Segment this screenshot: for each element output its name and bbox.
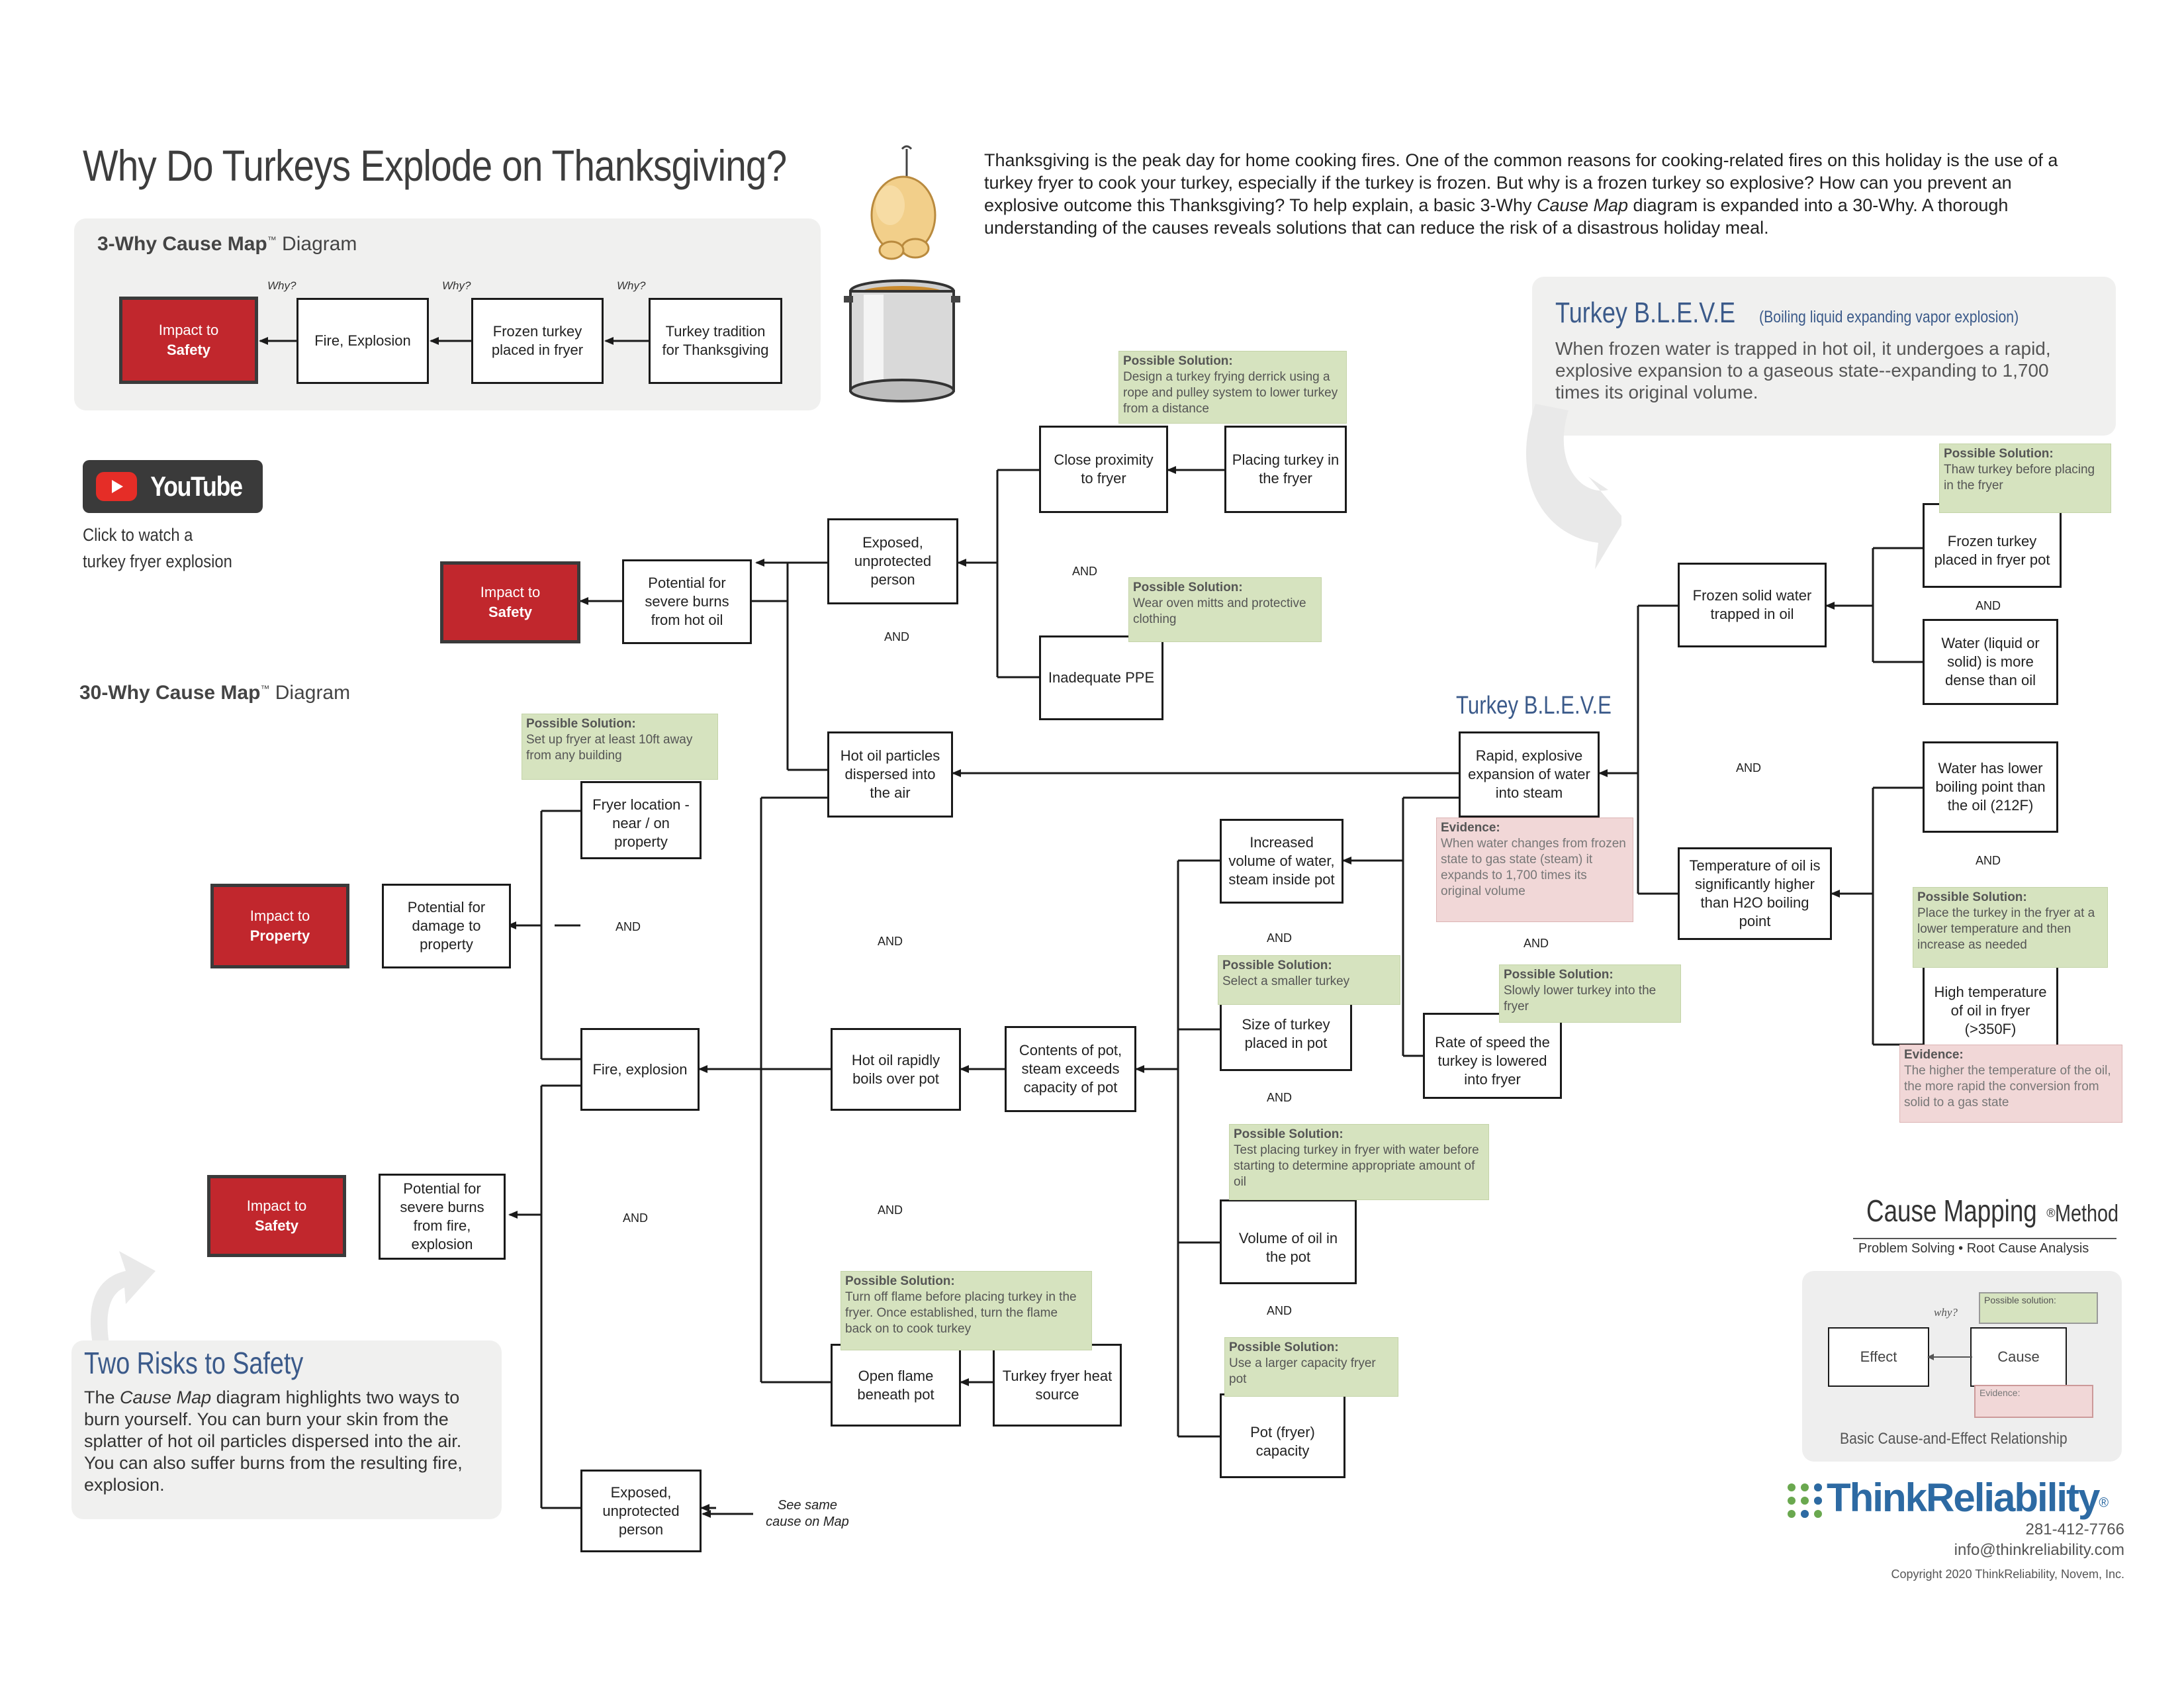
thirty-why-label: 30-Why Cause Map™ Diagram <box>79 682 351 704</box>
and-label: AND <box>1267 1304 1293 1317</box>
node-fire-explosion[interactable]: Fire, explosion <box>580 1028 700 1111</box>
node-hot-oil-boils[interactable]: Hot oil rapidly boils over pot <box>831 1028 961 1111</box>
and-label: AND <box>1267 931 1293 945</box>
node-water-lower-bp[interactable]: Water has lower boiling point than the o… <box>1923 741 2058 833</box>
turkey-fryer-illustration <box>844 145 960 402</box>
evidence-temp: Evidence:The higher the temperature of t… <box>1899 1045 2122 1123</box>
node-open-flame[interactable]: Open flame beneath pot <box>831 1344 961 1427</box>
and-label: AND <box>1736 761 1762 774</box>
and-label: AND <box>1976 599 2001 612</box>
and-label: AND <box>878 935 903 948</box>
node-placing-turkey[interactable]: Placing turkey in the fryer <box>1224 426 1347 513</box>
three-why-label: 3-Why Cause Map™ Diagram <box>97 233 357 255</box>
company-logo-text: ThinkReliability® <box>1827 1476 2109 1520</box>
node-increased-volume[interactable]: Increased volume of water, steam inside … <box>1220 819 1343 904</box>
youtube-button[interactable]: YouTube <box>83 460 263 513</box>
solution-lower-temp: Possible Solution:Place the turkey in th… <box>1913 887 2108 968</box>
method-why-label: why? <box>1934 1306 1958 1319</box>
two-risks-text: The Cause Map diagram highlights two way… <box>84 1387 463 1495</box>
copyright: Copyright 2020 ThinkReliability, Novem, … <box>1891 1568 2125 1581</box>
why-label-1: Why? <box>267 279 296 292</box>
and-label: AND <box>1976 854 2001 867</box>
why-label-2: Why? <box>442 279 471 292</box>
node-hot-oil-particles[interactable]: Hot oil particles dispersed into the air <box>827 731 953 818</box>
bleve-heading: Turkey B.L.E.V.E (Boiling liquid expandi… <box>1555 297 2019 329</box>
bleve-map-label: Turkey B.L.E.V.E <box>1456 692 1612 720</box>
and-label: AND <box>878 1203 903 1217</box>
and-label: AND <box>1524 937 1549 950</box>
method-possible-box: Possible solution: <box>1979 1292 2098 1324</box>
and-label: AND <box>1267 1091 1293 1104</box>
node-volume-oil[interactable]: Volume of oil in the pot <box>1220 1199 1357 1284</box>
two-risks-title: Two Risks to Safety <box>84 1346 304 1380</box>
method-subtitle: Problem Solving • Root Cause Analysis <box>1858 1241 2089 1256</box>
bleve-panel <box>1532 277 2116 436</box>
solution-larger-pot: Possible Solution:Use a larger capacity … <box>1224 1337 1398 1397</box>
curved-arrow-up-icon <box>91 1251 156 1344</box>
company-phone: 281-412-7766 <box>2025 1521 2124 1538</box>
solution-smaller-turkey: Possible Solution:Select a smaller turke… <box>1218 955 1400 1005</box>
solution-fryer-10ft: Possible Solution:Set up fryer at least … <box>522 714 718 780</box>
solution-turn-off-flame: Possible Solution:Turn off flame before … <box>841 1271 1092 1350</box>
node-frozen-turkey-pot[interactable]: Frozen turkey placed in fryer pot <box>1923 503 2062 588</box>
node-temp-oil[interactable]: Temperature of oil is significantly high… <box>1678 847 1832 940</box>
node-fryer-location[interactable]: Fryer location - near / on property <box>580 781 702 859</box>
see-same-cause-note: See same cause on Map <box>766 1498 849 1529</box>
node-heat-source[interactable]: Turkey fryer heat source <box>993 1344 1122 1427</box>
node-inadequate-ppe[interactable]: Inadequate PPE <box>1039 635 1163 720</box>
node-contents-exceeds[interactable]: Contents of pot, steam exceeds capacity … <box>1005 1026 1136 1112</box>
node-frozen-water[interactable]: Frozen solid water trapped in oil <box>1678 563 1827 647</box>
youtube-play-icon <box>95 472 137 501</box>
company-email[interactable]: info@thinkreliability.com <box>1954 1541 2124 1559</box>
company-logo-dots-icon <box>1788 1483 1822 1518</box>
three-why-fire-explosion[interactable]: Fire, Explosion <box>296 298 429 384</box>
method-effect-box: Effect <box>1828 1327 1929 1387</box>
youtube-caption[interactable]: Click to watch a turkey fryer explosion <box>83 525 232 571</box>
curved-arrow-icon <box>1526 404 1621 569</box>
and-label: AND <box>623 1211 649 1225</box>
solution-mitts: Possible Solution:Wear oven mitts and pr… <box>1128 577 1322 642</box>
evidence-steam: Evidence:When water changes from frozen … <box>1436 818 1633 922</box>
node-damage-property[interactable]: Potential for damage to property <box>382 884 511 968</box>
bleve-text: When frozen water is trapped in hot oil,… <box>1555 338 2051 402</box>
method-rule <box>1853 1238 2116 1239</box>
node-rate-speed[interactable]: Rate of speed the turkey is lowered into… <box>1423 1013 1562 1099</box>
intro-paragraph: Thanksgiving is the peak day for home co… <box>984 150 2058 238</box>
method-caption: Basic Cause-and-Effect Relationship <box>1840 1430 2068 1448</box>
node-rapid-expansion[interactable]: Rapid, explosive expansion of water into… <box>1459 731 1600 818</box>
node-pot-capacity[interactable]: Pot (fryer) capacity <box>1220 1393 1345 1478</box>
node-high-temp[interactable]: High temperature of oil in fryer (>350F) <box>1923 963 2058 1048</box>
method-heading: Cause Mapping® Method <box>1866 1194 2119 1228</box>
page-title: Why Do Turkeys Explode on Thanksgiving? <box>83 141 787 190</box>
three-why-tradition[interactable]: Turkey tradition for Thanksgiving <box>649 298 782 384</box>
node-close-proximity[interactable]: Close proximity to fryer <box>1039 426 1168 513</box>
method-cause-box: Cause <box>1970 1327 2067 1387</box>
solution-lower-slowly: Possible Solution:Slowly lower turkey in… <box>1499 964 1681 1023</box>
method-evidence-box: Evidence: <box>1974 1385 2093 1418</box>
node-severe-burns-oil[interactable]: Potential for severe burns from hot oil <box>622 559 752 644</box>
and-label: AND <box>884 630 910 643</box>
and-label: AND <box>615 920 641 933</box>
node-exposed-person[interactable]: Exposed, unprotected person <box>827 518 958 604</box>
why-label-3: Why? <box>617 279 646 292</box>
node-exposed-person-2[interactable]: Exposed, unprotected person <box>580 1470 702 1552</box>
solution-test-water: Possible Solution:Test placing turkey in… <box>1229 1124 1489 1200</box>
solution-derrick: Possible Solution:Design a turkey frying… <box>1118 351 1347 424</box>
method-arrow <box>1927 1354 1972 1360</box>
two-risks-panel <box>71 1340 502 1519</box>
node-severe-burns-fire[interactable]: Potential for severe burns from fire, ex… <box>379 1174 506 1260</box>
and-label: AND <box>1072 565 1098 578</box>
solution-thaw: Possible Solution:Thaw turkey before pla… <box>1939 444 2111 513</box>
node-water-dense[interactable]: Water (liquid or solid) is more dense th… <box>1923 619 2058 705</box>
three-why-frozen-turkey[interactable]: Frozen turkey placed in fryer <box>471 298 604 384</box>
